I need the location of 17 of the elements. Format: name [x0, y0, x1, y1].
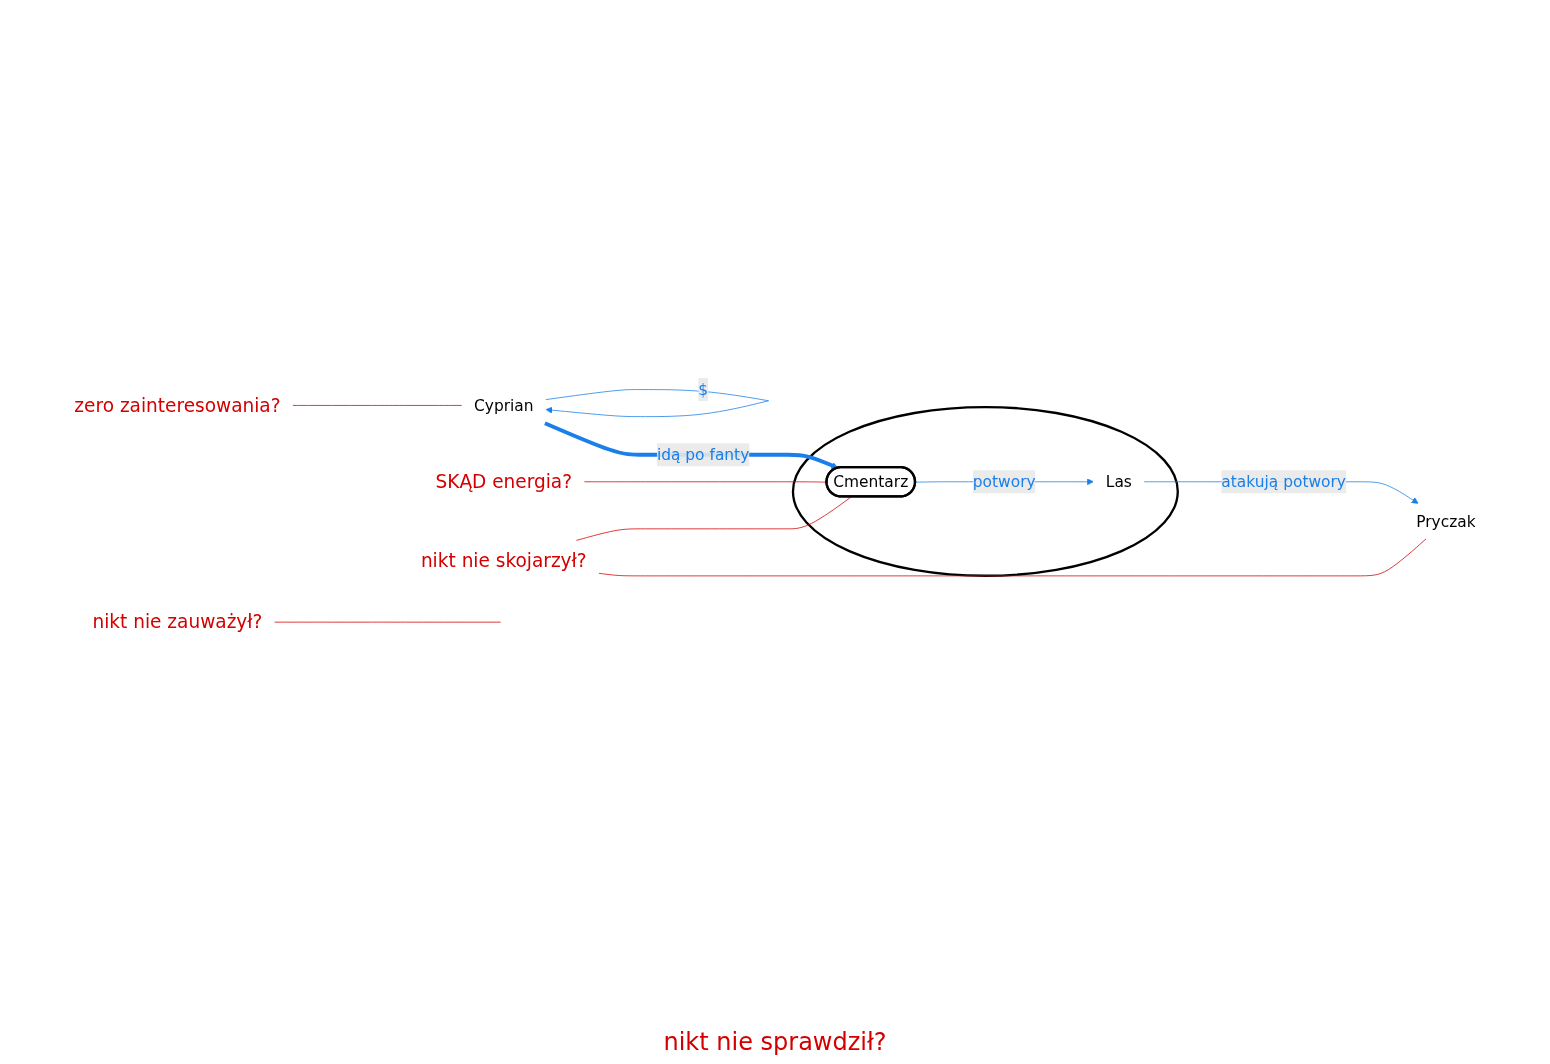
node-text: nikt nie skojarzył? — [420, 549, 587, 572]
leader-line — [274, 621, 502, 623]
node-text: nikt nie zauważył? — [92, 611, 263, 633]
node-text: Las — [1105, 472, 1132, 491]
edge-label: idą po fanty — [656, 445, 750, 464]
node-text: zero zainteresowania? — [74, 394, 281, 417]
node-text: Cyprian — [473, 396, 534, 415]
note-text: nikt nie sprawdził? — [663, 1028, 887, 1056]
edge-label: $ — [698, 380, 709, 399]
leader-line — [598, 538, 1427, 577]
node-text: SKĄD energia? — [435, 470, 573, 493]
edge-label: atakują potwory — [1221, 472, 1346, 491]
node-text: Pryczak — [1416, 511, 1476, 531]
leader-line — [576, 496, 852, 541]
circle-outline — [791, 405, 1179, 577]
leader-line — [292, 404, 463, 406]
edge-label: potwory — [972, 472, 1036, 491]
